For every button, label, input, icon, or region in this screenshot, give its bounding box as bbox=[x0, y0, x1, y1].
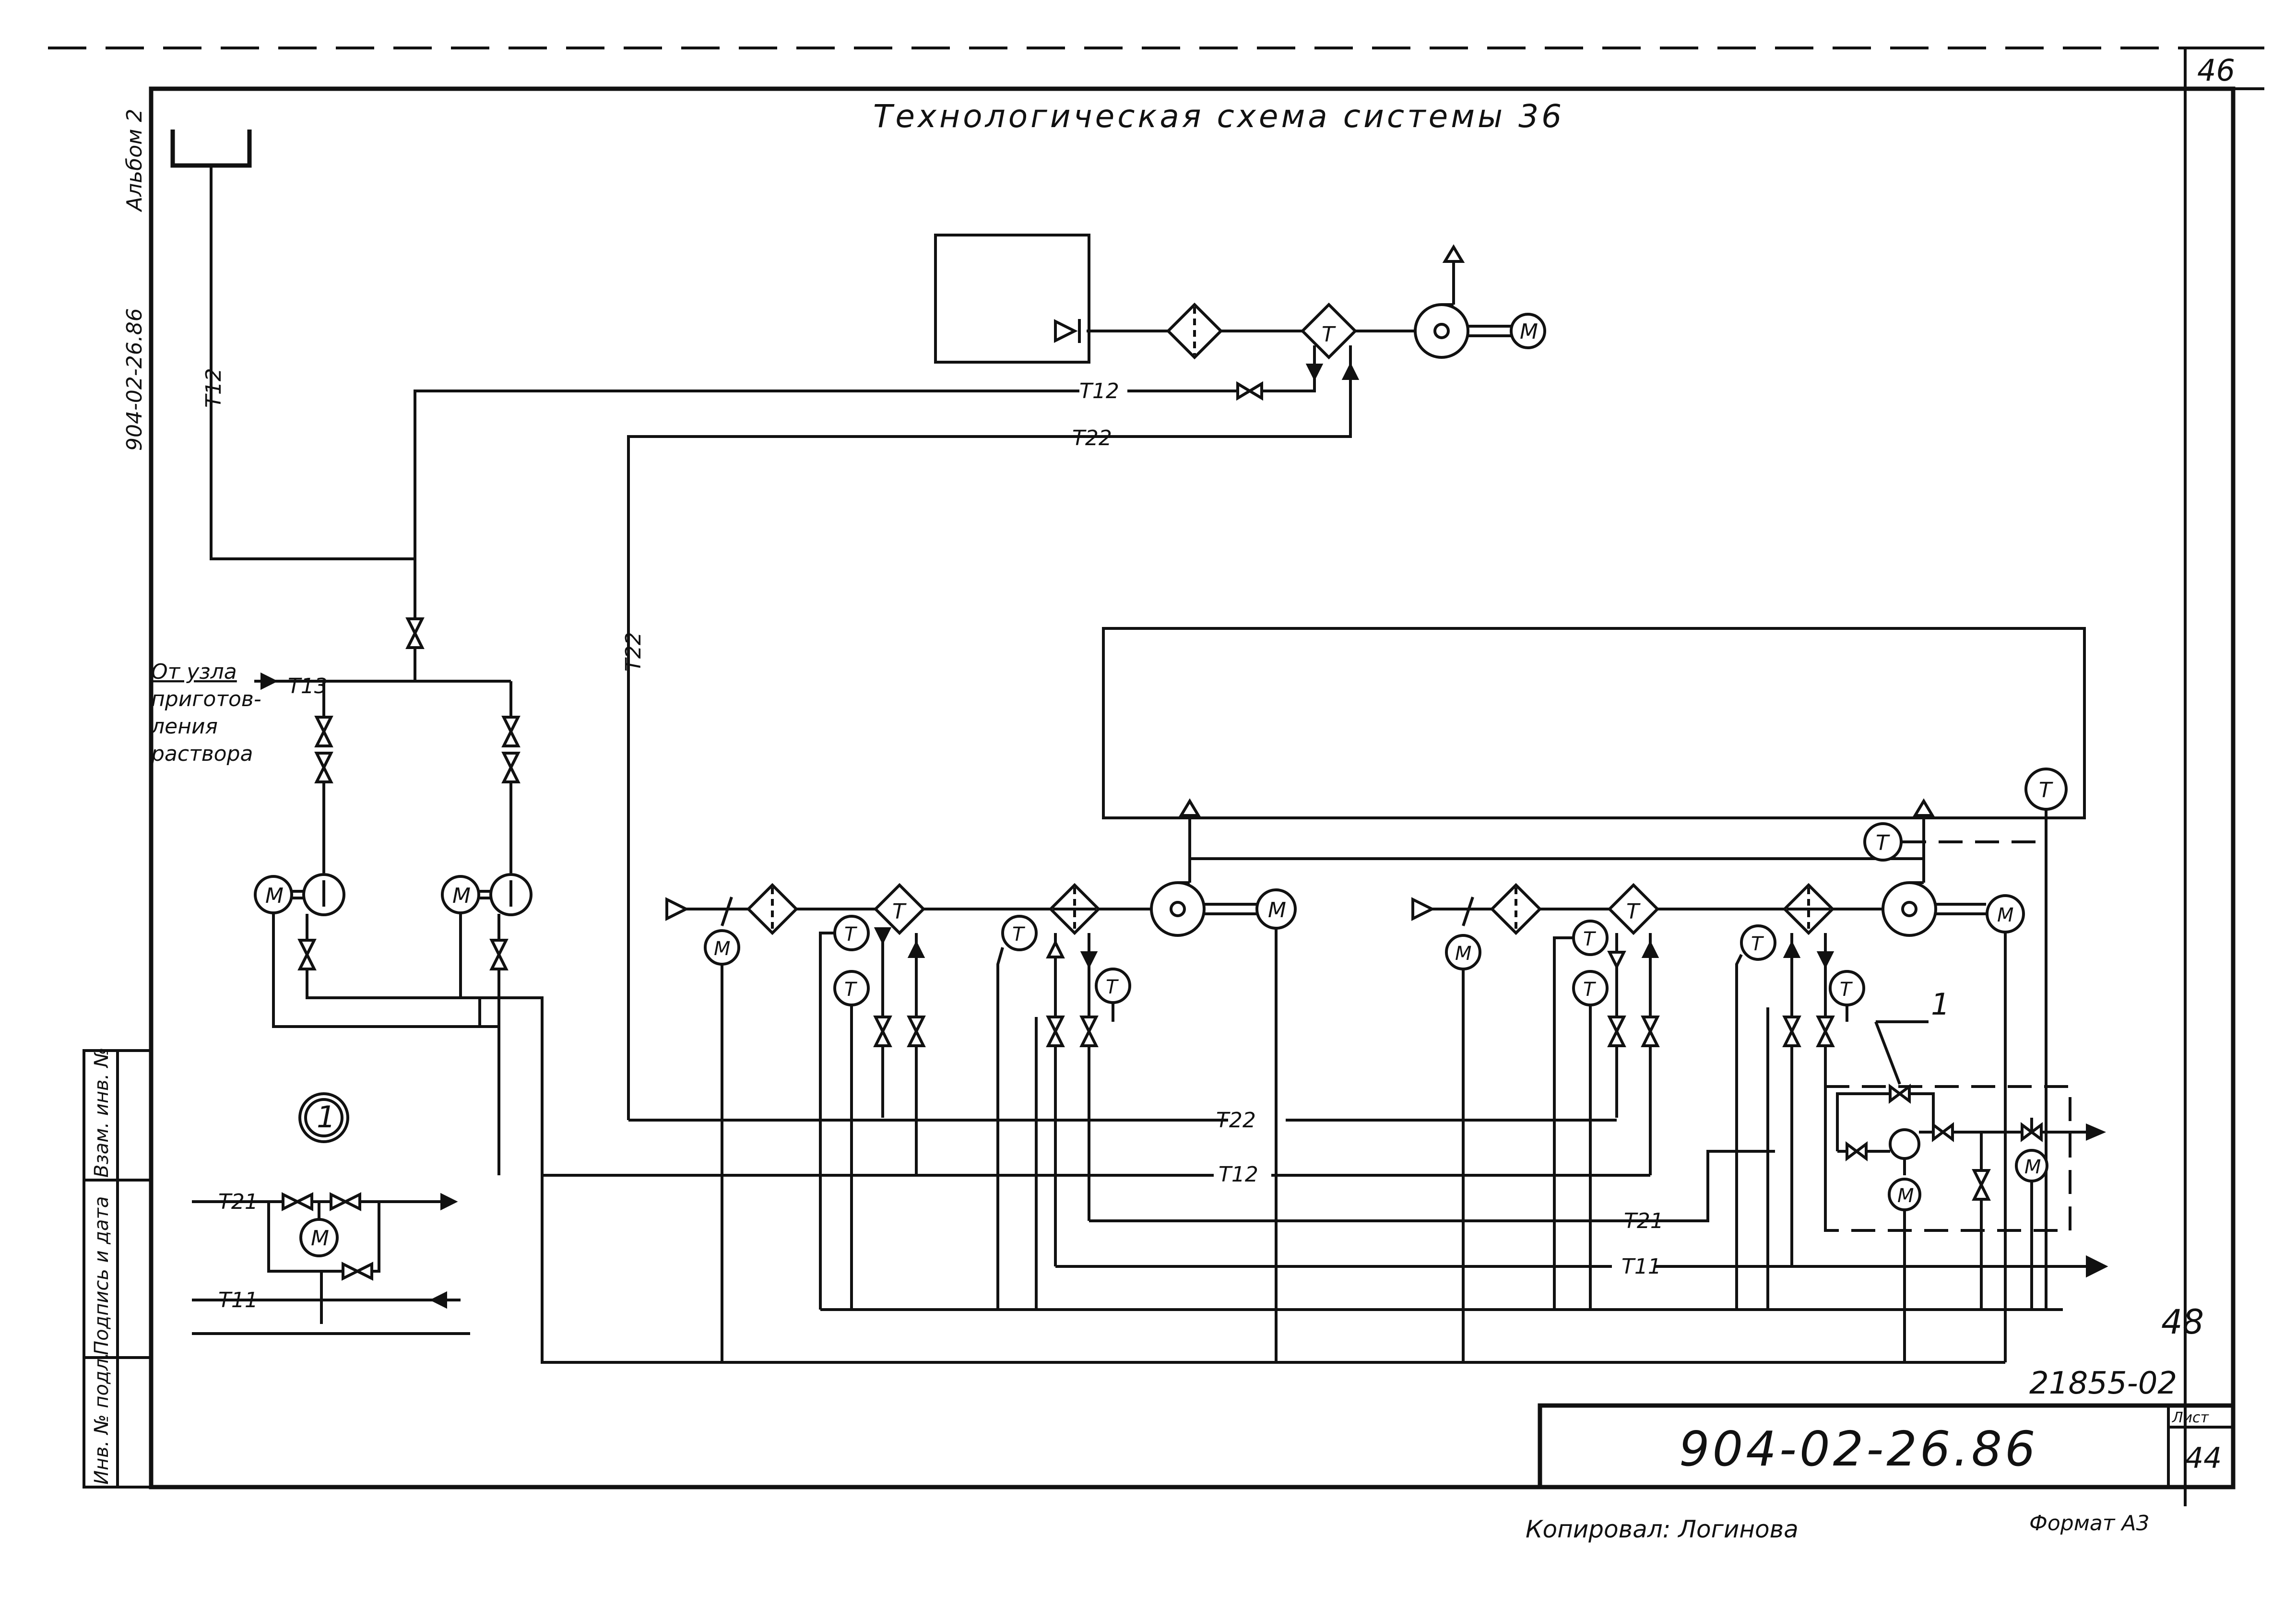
pump-2-motor-symbol: М bbox=[452, 884, 471, 908]
line-t11-bottom: Т11 bbox=[1621, 1254, 1661, 1279]
doc-code: 904-02-26.86 bbox=[1679, 1421, 2038, 1477]
line-t11-detail: Т11 bbox=[218, 1288, 258, 1312]
room-temp-symbol: Т bbox=[2039, 778, 2053, 803]
unit-b-sensor-3-symbol: Т bbox=[1751, 933, 1764, 955]
drawing-frame bbox=[48, 47, 2264, 1506]
line-t21-bottom: Т21 bbox=[1624, 1209, 1664, 1233]
line-t12-top: Т12 bbox=[1079, 379, 1119, 403]
unit-a-fan-motor-symbol: М bbox=[1268, 898, 1286, 922]
unit-b-supply-motor-symbol: М bbox=[1455, 943, 1472, 965]
stamp-cell-signature: Подпись и дата bbox=[91, 1196, 113, 1355]
sheet-label: Лист bbox=[2172, 1409, 2210, 1426]
side-album-label: Альбом 2 bbox=[122, 109, 147, 213]
unit-a-sensor-2-symbol: Т bbox=[844, 979, 858, 1001]
unit-a bbox=[665, 859, 1297, 1362]
unit-a-supply-motor-symbol: М bbox=[714, 938, 731, 960]
tank bbox=[170, 130, 252, 168]
bottom-collectors bbox=[542, 1119, 2108, 1364]
detail-marker: 1 bbox=[317, 1099, 335, 1134]
unit-b-heater bbox=[1607, 883, 1660, 935]
stamp-cell-replacement: Взам. инв. № bbox=[91, 1047, 113, 1178]
source-label-4: раствора bbox=[151, 742, 253, 766]
line-t22-bottom: Т22 bbox=[1216, 1108, 1256, 1133]
top-air-unit bbox=[934, 234, 1546, 364]
source-label-3: ления bbox=[151, 714, 218, 739]
format-label: Формат А3 bbox=[2029, 1511, 2150, 1536]
unit-a-sensor-3-symbol: Т bbox=[1012, 923, 1026, 945]
pump-1-motor-symbol: М bbox=[265, 884, 284, 908]
line-t22-vertical: Т22 bbox=[621, 632, 646, 672]
line-t22-top: Т22 bbox=[1072, 426, 1112, 450]
duct-temp-symbol: Т bbox=[1876, 831, 1890, 855]
line-t21-detail: Т21 bbox=[218, 1190, 258, 1214]
side-doc-code: 904-02-26.86 bbox=[122, 308, 147, 451]
unit-b-sensor-4-symbol: Т bbox=[1840, 979, 1853, 1001]
unit-b-sensor-1-symbol: Т bbox=[1583, 928, 1597, 950]
top-heater-symbol: Т bbox=[1322, 322, 1336, 347]
duct-temp-sensor bbox=[1863, 822, 1903, 862]
unit-b-sensor-2-symbol: Т bbox=[1583, 979, 1597, 1001]
unit-a-sensor-1-symbol: Т bbox=[844, 923, 858, 945]
inventory-number: 21855-02 bbox=[2029, 1366, 2177, 1401]
unit-a-filter bbox=[746, 883, 799, 935]
source-label-1: От узла bbox=[151, 660, 237, 684]
unit-a-heater bbox=[873, 883, 926, 935]
mixing-node-motor-2-symbol: М bbox=[2024, 1156, 2041, 1178]
corner-mark: 48 bbox=[2161, 1302, 2204, 1342]
unit-b bbox=[1411, 859, 2025, 1362]
detail-legend bbox=[192, 1092, 470, 1335]
unit-b-filter bbox=[1490, 883, 1542, 935]
main-unit-box bbox=[1102, 627, 2086, 1310]
copied-by: Копировал: Логинова bbox=[1526, 1515, 1799, 1543]
top-fan-motor bbox=[1510, 313, 1546, 349]
source-label-2: приготов- bbox=[151, 687, 261, 711]
mixing-node bbox=[1824, 1020, 2107, 1362]
mixing-node-motor-1-symbol: М bbox=[1897, 1185, 1914, 1207]
pump-station bbox=[254, 672, 1051, 1364]
top-return-lines bbox=[414, 345, 1360, 1120]
stamp-cell-inventory: Инв. № подл. bbox=[91, 1352, 113, 1485]
unit-b-heater-symbol: Т bbox=[1626, 899, 1641, 924]
drawing-title: Технологическая схема системы 36 bbox=[873, 98, 1564, 135]
unit-b-fan-motor-symbol: М bbox=[1997, 904, 2014, 926]
sheet-number: 44 bbox=[2185, 1442, 2222, 1475]
line-t13: Т13 bbox=[288, 674, 328, 698]
top-heater bbox=[1300, 302, 1358, 360]
node-callout: 1 bbox=[1931, 987, 1950, 1022]
detail-motor-symbol: М bbox=[311, 1226, 329, 1251]
line-t12-vertical: Т12 bbox=[201, 368, 226, 408]
unit-a-heater-symbol: Т bbox=[892, 899, 907, 924]
line-t12-bottom: Т12 bbox=[1219, 1162, 1258, 1187]
page-number: 46 bbox=[2197, 53, 2235, 88]
tank-drain-line bbox=[210, 165, 425, 681]
top-fan-motor-symbol: М bbox=[1520, 319, 1538, 344]
unit-a-sensor-4-symbol: Т bbox=[1106, 976, 1119, 998]
